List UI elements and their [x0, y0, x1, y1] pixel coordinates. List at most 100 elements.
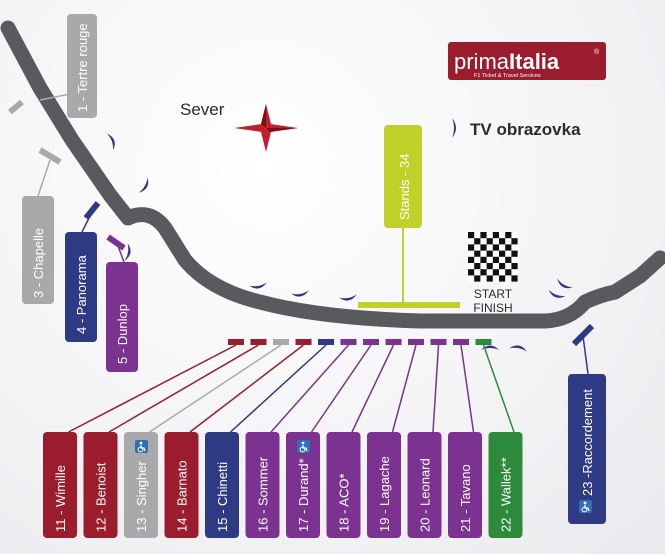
stand-17-box[interactable]: 17 - Durand*	[286, 432, 320, 538]
compass-rose-icon	[234, 104, 298, 152]
stand-11-box[interactable]: 11 - Wimille	[43, 432, 77, 538]
stand-23-box[interactable]: 23 -Raccordement	[568, 374, 606, 524]
stand-22-group: 22 - Wallek**	[475, 339, 523, 538]
tv-screen-marker-icon	[481, 345, 499, 350]
tv-screen-marker-icon	[124, 243, 131, 261]
tv-screen-marker-icon	[557, 278, 573, 289]
stand-15-label: 15 - Chinetti	[215, 462, 230, 532]
stand-14-group: 14 - Barnato	[164, 339, 312, 538]
stand-1-label: 1 - Tertre rouge	[75, 23, 90, 112]
stand-11-marker	[228, 339, 244, 345]
stand-23-label: 23 -Raccordement	[580, 389, 595, 496]
stand-13-group: 13 - Singher	[124, 339, 289, 538]
tv-screen-marker-icon	[509, 345, 527, 352]
stand-21-connector	[460, 344, 475, 433]
wheelchair-icon	[135, 440, 148, 453]
stand-1-box[interactable]: 1 - Tertre rouge	[39, 14, 97, 118]
finish-label: FINISH	[473, 301, 512, 315]
stand-3-marker	[37, 147, 62, 197]
wheelchair-icon	[579, 500, 592, 513]
stand-16-label: 16 - Sommer	[256, 456, 271, 532]
stand-34-box[interactable]: Stands - 34	[384, 125, 422, 228]
stand-5-marker	[106, 234, 126, 263]
stand-19-marker	[408, 339, 424, 345]
stand-19-label: 19 - Lagache	[377, 456, 392, 532]
stand-11-connector	[68, 344, 237, 433]
stand-22-marker	[475, 339, 492, 345]
stand-13-label: 13 - Singher	[134, 461, 149, 532]
stand-13-marker	[273, 339, 289, 345]
stand-13-box[interactable]: 13 - Singher	[124, 432, 158, 538]
compass-label: Sever	[180, 100, 225, 119]
stand-1-marker	[8, 99, 24, 115]
tv-legend-label: TV obrazovka	[470, 120, 581, 139]
stand-20-group: 20 - Leonard	[407, 339, 447, 538]
stand-18-box[interactable]: 18 - ACO*	[326, 432, 361, 538]
stand-15-marker	[318, 339, 334, 345]
stand-12-marker	[250, 339, 267, 345]
tv-screen-marker-icon	[249, 282, 267, 289]
stand-23-marker	[571, 323, 595, 375]
stand-16-marker	[340, 339, 357, 345]
stand-20-box[interactable]: 20 - Leonard	[407, 432, 442, 538]
stand-4-label: 4 - Panorama	[74, 254, 89, 334]
stand-20-label: 20 - Leonard	[418, 458, 433, 532]
logo-tagline: F1 Ticket & Travel Services	[474, 73, 541, 79]
wheelchair-icon	[297, 440, 310, 453]
stand-14-marker	[295, 339, 312, 345]
stand-14-box[interactable]: 14 - Barnato	[164, 432, 199, 538]
logo-registered: ®	[594, 48, 600, 56]
stand-13-connector	[149, 344, 282, 433]
stand-12-box[interactable]: 12 - Benoist	[83, 432, 118, 538]
stand-17-connector	[310, 344, 372, 433]
stand-18-connector	[351, 344, 395, 433]
tv-legend: TV obrazovka	[452, 118, 581, 139]
bottom-stands-group: 11 - Wimille 12 - Benoist 13 - Singher 14 -…	[43, 339, 523, 538]
stand-20-connector	[432, 344, 440, 433]
stand-19-group: 19 - Lagache	[367, 339, 424, 538]
stand-16-group: 16 - Sommer	[245, 339, 357, 538]
tv-screen-marker-icon	[452, 118, 456, 138]
stand-17-label: 17 - Durand*	[296, 458, 311, 532]
stand-21-box[interactable]: 21 - Tavano	[448, 432, 482, 538]
stand-34-label: Stands - 34	[397, 154, 412, 221]
stand-5-box[interactable]: 5 - Dunlop	[106, 262, 138, 372]
stand-19-connector	[391, 344, 417, 433]
stand-16-connector	[270, 344, 350, 433]
stand-18-group: 18 - ACO*	[326, 339, 402, 538]
tv-screen-marker-icon	[339, 294, 357, 301]
stand-4-box[interactable]: 4 - Panorama	[65, 232, 97, 342]
stand-22-connector	[482, 344, 515, 433]
stand-18-marker	[385, 339, 402, 345]
tv-screen-marker-icon	[106, 133, 115, 151]
checkered-flag-icon	[468, 232, 518, 282]
stand-21-group: 21 - Tavano	[448, 339, 482, 538]
stand-21-marker	[453, 339, 469, 345]
stand-11-group: 11 - Wimille	[43, 339, 244, 538]
stand-14-connector	[189, 344, 304, 433]
stand-22-label: 22 - Wallek**	[499, 457, 514, 532]
stand-3-label: 3 - Chapelle	[31, 228, 46, 298]
stand-11-label: 11 - Wimille	[53, 465, 68, 532]
stand-3-box[interactable]: 3 - Chapelle	[22, 196, 54, 304]
race-track	[0, 20, 665, 329]
stand-20-marker	[430, 339, 447, 345]
stand-15-box[interactable]: 15 - Chinetti	[205, 432, 239, 538]
stand-17-marker	[363, 339, 379, 345]
svg-text:primaItalia: primaItalia	[454, 49, 560, 74]
stand-16-box[interactable]: 16 - Sommer	[245, 432, 280, 538]
stand-17-group: 17 - Durand*	[286, 339, 379, 538]
stand-15-group: 15 - Chinetti	[205, 339, 334, 538]
stand-15-connector	[229, 344, 327, 433]
stand-18-label: 18 - ACO*	[337, 473, 352, 532]
tv-screen-marker-icon	[291, 290, 309, 297]
stand-19-box[interactable]: 19 - Lagache	[367, 432, 401, 538]
stand-4-marker	[81, 201, 101, 233]
start-label: START	[474, 287, 513, 301]
stand-22-box[interactable]: 22 - Wallek**	[488, 432, 523, 538]
primaitalia-logo: primaItalia ® F1 Ticket & Travel Service…	[448, 42, 606, 80]
stand-12-group: 12 - Benoist	[83, 339, 267, 538]
tv-screen-markers	[106, 133, 573, 352]
